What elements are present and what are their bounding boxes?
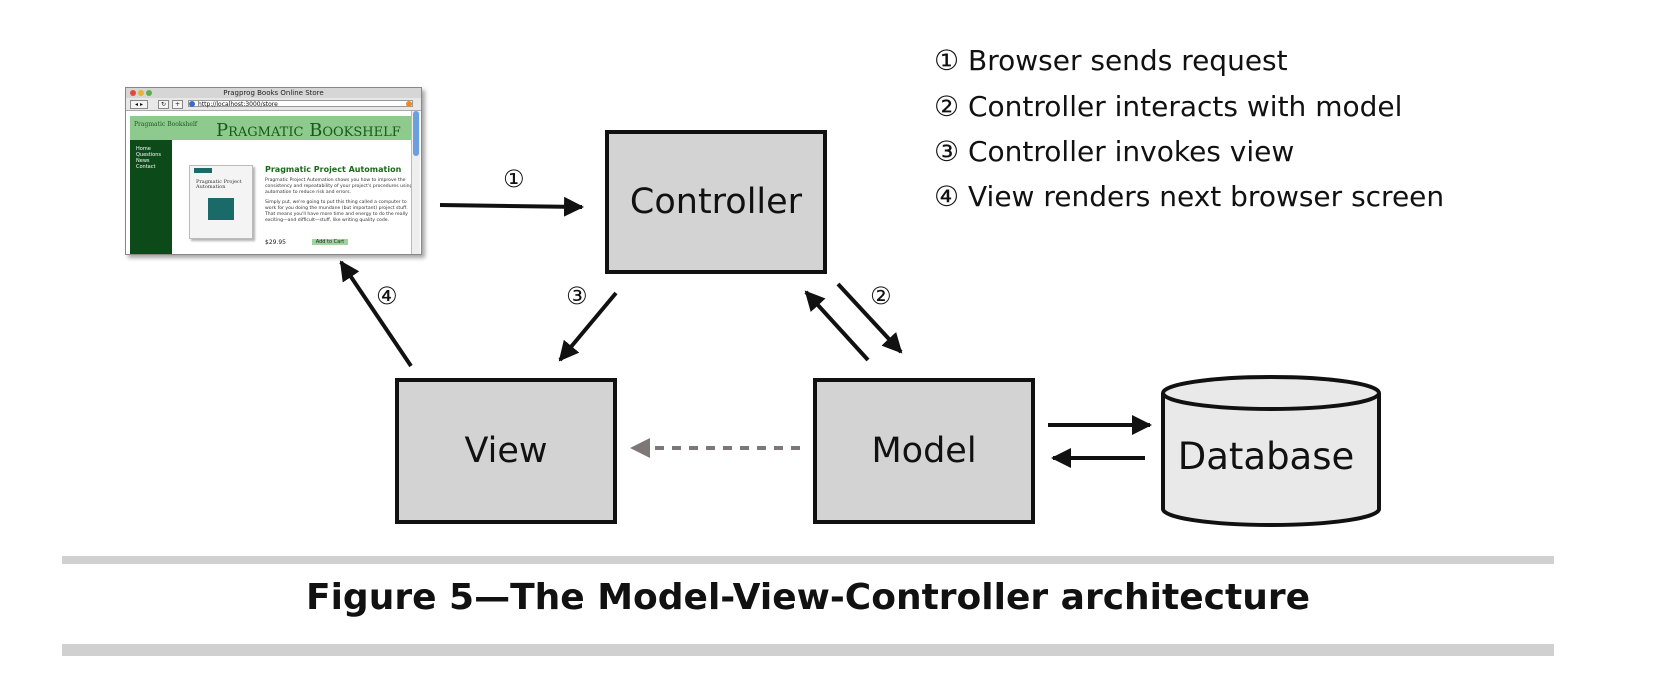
sidebar-link-contact: Contact: [136, 164, 156, 170]
figure-caption: Figure 5—The Model-View-Controller archi…: [306, 577, 1310, 618]
scrollbar-thumb: [413, 111, 419, 156]
product-description-2: Simply put, we're going to put this thin…: [265, 200, 408, 223]
controller-box: Controller: [605, 130, 827, 274]
legend-item-3: ③ Controller invokes view: [934, 135, 1295, 168]
sidebar-link-questions: Questions: [136, 152, 161, 158]
step-marker-2: ②: [870, 282, 892, 310]
legend-item-2: ② Controller interacts with model: [934, 90, 1403, 123]
browser-toolbar: ◂ ▸ ↻ + http://localhost:3000/store: [126, 98, 421, 111]
book-cover-title: Pragmatic Project Automation: [196, 179, 242, 190]
book-cover-image: Pragmatic Project Automation: [189, 165, 253, 239]
book-cover-tag: [194, 168, 212, 173]
view-box: View: [395, 378, 617, 524]
site-header: Pragmatic Bookshelf Pragmatic Bookshelf: [130, 116, 413, 141]
arrow-controller-to-model: [836, 282, 903, 354]
reload-icon: ↻: [158, 100, 169, 109]
back-forward-icon: ◂ ▸: [130, 100, 148, 109]
product-title: Pragmatic Project Automation: [265, 165, 402, 174]
site-banner: Pragmatic Bookshelf: [216, 120, 401, 141]
caption-rule-bottom: [62, 644, 1554, 656]
legend-item-4: ④ View renders next browser screen: [934, 180, 1445, 213]
browser-screenshot: Pragprog Books Online Store ◂ ▸ ↻ + http…: [125, 87, 422, 255]
add-bookmark-icon: +: [172, 100, 183, 109]
browser-window-title: Pragprog Books Online Store: [223, 89, 324, 97]
view-label: View: [464, 431, 548, 471]
arrow-model-to-controller: [804, 290, 870, 362]
site-logo: Pragmatic Bookshelf: [134, 121, 198, 128]
model-label: Model: [871, 431, 977, 471]
rss-icon: [406, 101, 412, 107]
database-cylinder: [1161, 375, 1381, 527]
arrow-view-to-browser: [339, 260, 413, 368]
product-description-1: Pragmatic Project Automation shows you h…: [265, 178, 413, 195]
database-label: Database: [1177, 435, 1355, 478]
step-marker-1: ①: [503, 165, 525, 193]
product-price: $29.95: [265, 239, 286, 246]
minimize-dot-icon: [138, 90, 144, 96]
arrow-controller-to-view: [558, 291, 618, 362]
model-box: Model: [813, 378, 1035, 524]
site-sidebar: Home Questions News Contact: [130, 140, 172, 254]
step-marker-4: ④: [376, 282, 398, 310]
caption-rule-top: [62, 556, 1554, 564]
step-marker-3: ③: [566, 282, 588, 310]
sidebar-link-home: Home: [136, 146, 151, 152]
add-to-cart-button: Add to Cart: [312, 239, 348, 245]
sidebar-link-news: News: [136, 158, 150, 164]
book-cover-art: [208, 198, 234, 220]
arrow-browser-to-controller: [439, 196, 584, 217]
site-icon: [189, 101, 195, 107]
zoom-dot-icon: [146, 90, 152, 96]
controller-label: Controller: [629, 182, 803, 222]
close-dot-icon: [130, 90, 136, 96]
legend-item-1: ① Browser sends request: [934, 44, 1288, 77]
browser-titlebar: Pragprog Books Online Store: [126, 88, 421, 98]
browser-scrollbar: [411, 111, 420, 254]
browser-url: http://localhost:3000/store: [188, 100, 413, 108]
